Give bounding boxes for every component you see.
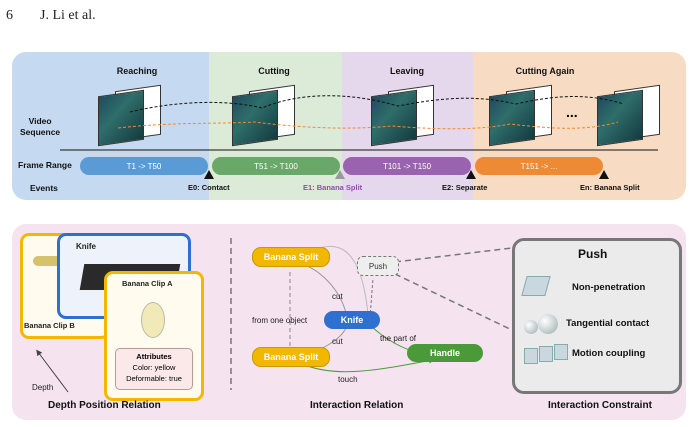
attr-deformable: Deformable: true	[126, 374, 182, 383]
attributes-box: Attributes Color: yellow Deformable: tru…	[115, 348, 193, 390]
attributes-title: Attributes	[136, 352, 172, 361]
node-handle: Handle	[407, 344, 483, 362]
card-banana-clip-a: Attributes Color: yellow Deformable: tru…	[104, 271, 204, 401]
constraint-box-title: Push	[578, 247, 608, 261]
edge-from-one-object: from one object	[252, 316, 308, 325]
constraint-section-title: Interaction Constraint	[548, 400, 652, 411]
range-pill-4: T151 -> ...	[475, 157, 603, 175]
motion-coupling-icon	[524, 344, 568, 364]
constraint-non-penetration: Non-penetration	[572, 282, 646, 293]
attr-color: Color: yellow	[132, 363, 176, 372]
video-sequence-label: Video Sequence	[20, 116, 61, 137]
tangential-contact-icon	[524, 314, 560, 334]
node-banana-split-top: Banana Split	[252, 247, 330, 267]
card-banana-clip-a-label: Banana Clip A	[122, 279, 173, 288]
node-banana-split-bottom: Banana Split	[252, 347, 330, 367]
card-banana-clip-b-label: Banana Clip B	[24, 321, 75, 330]
constraint-motion-coupling: Motion coupling	[572, 348, 646, 359]
edge-cut-top: cut	[332, 292, 343, 301]
range-pill-2: T51 -> T100	[212, 157, 340, 175]
event-e1: E1: Banana Split	[303, 183, 363, 192]
range-pill-3: T101 -> T150	[343, 157, 471, 175]
constraint-tangential-contact: Tangential contact	[566, 318, 650, 329]
event-marker-e0	[204, 170, 214, 179]
depth-axis-label: Depth	[32, 383, 54, 392]
event-marker-en	[599, 170, 609, 179]
node-knife: Knife	[324, 311, 380, 329]
event-e0: E0: Contact	[188, 183, 230, 192]
interaction-section-title: Interaction Relation	[310, 400, 404, 411]
edge-part-of: the part of	[380, 334, 417, 343]
range-pill-1: T1 -> T50	[80, 157, 208, 175]
event-en: En: Banana Split	[580, 183, 640, 192]
node-push: Push	[357, 256, 399, 276]
page-number: 6	[6, 8, 13, 23]
events-label: Events	[30, 183, 58, 193]
banana-clip-image	[141, 302, 165, 338]
event-e2: E2: Separate	[442, 183, 488, 192]
edge-touch: touch	[338, 375, 358, 384]
phase-cutting-again: Cutting Again	[515, 66, 575, 76]
running-header: J. Li et al.	[40, 8, 96, 23]
event-marker-e2	[466, 170, 476, 179]
phase-cutting: Cutting	[258, 66, 290, 76]
ellipsis: ...	[566, 104, 578, 120]
phase-reaching: Reaching	[116, 66, 158, 76]
event-marker-e1	[335, 170, 345, 179]
card-knife-label: Knife	[76, 242, 96, 251]
edge-cut-bottom: cut	[332, 337, 343, 346]
depth-section-title: Depth Position Relation	[48, 400, 161, 411]
frame-range-label: Frame Range	[18, 160, 72, 170]
banana-piece-image	[33, 256, 69, 266]
phase-leaving: Leaving	[389, 66, 424, 76]
